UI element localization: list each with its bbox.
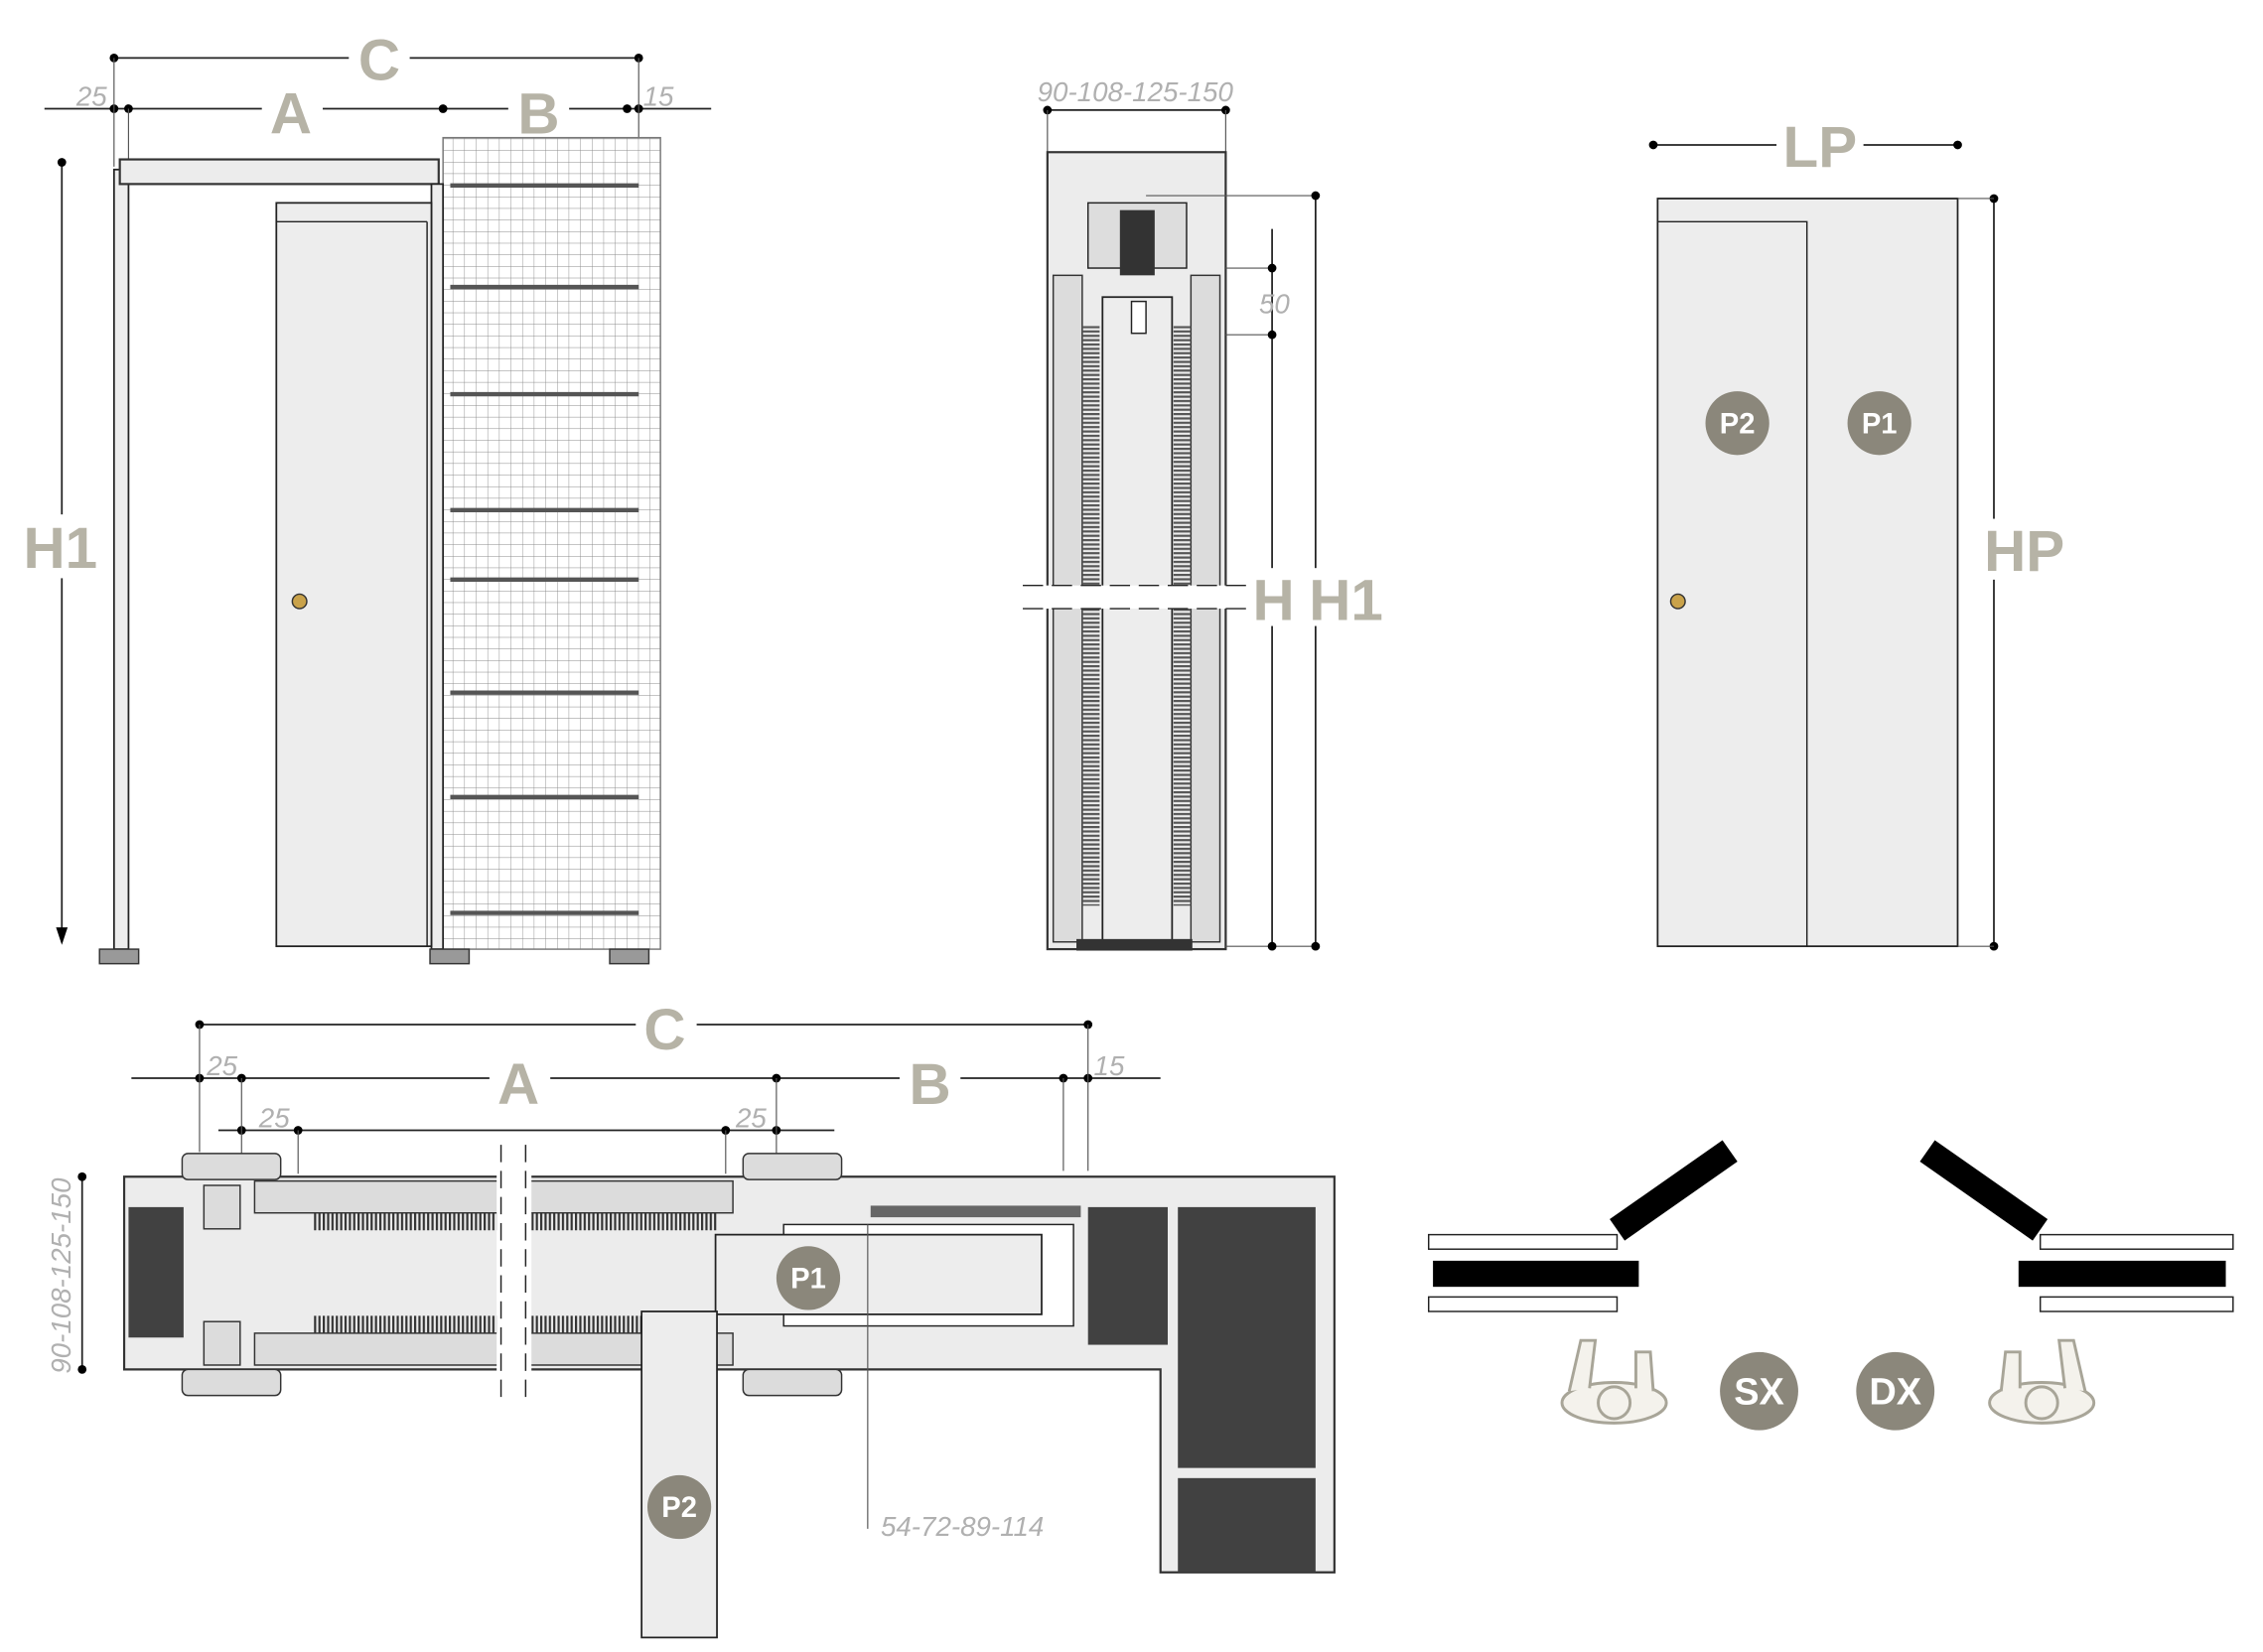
header bbox=[118, 158, 440, 186]
badge-p2-label: P2 bbox=[1720, 408, 1756, 440]
badge-p1 bbox=[1847, 391, 1911, 456]
dim-label-a: A bbox=[270, 81, 312, 146]
door-elevation: LP P2 P1 HP bbox=[1648, 115, 2069, 951]
plan-badge-p2 bbox=[646, 1474, 712, 1540]
badge-sx-label: SX bbox=[1734, 1371, 1784, 1413]
handing-diagram: SX DX bbox=[1427, 1140, 2234, 1431]
plan-dim-c: C bbox=[643, 998, 685, 1062]
dim-label-h: H bbox=[1252, 569, 1294, 633]
front-elevation: C A B 25 15 H1 bbox=[21, 26, 712, 965]
top-gap-label: 50 bbox=[1259, 288, 1290, 319]
plan-inner-right: 25 bbox=[735, 1103, 767, 1134]
dim-label-h1: H1 bbox=[24, 516, 98, 581]
plan-panel-p1 bbox=[714, 1233, 1043, 1315]
offset-left-label: 25 bbox=[75, 81, 107, 112]
plan-offset-left: 25 bbox=[206, 1050, 237, 1081]
plan-offset-right: 15 bbox=[1094, 1050, 1125, 1081]
plan-panel-p2 bbox=[640, 1310, 718, 1639]
pocket-mesh bbox=[442, 136, 661, 950]
person-left-icon bbox=[1560, 1338, 1668, 1425]
dim-label-c: C bbox=[358, 28, 400, 92]
badge-dx bbox=[1856, 1351, 1935, 1431]
plan-section: C A B 25 15 25 25 P1 P2 54-72-89-114 90-… bbox=[46, 997, 1336, 1639]
panel-thickness-label: 54-72-89-114 bbox=[881, 1511, 1044, 1542]
dim-label-hp: HP bbox=[1984, 519, 2064, 584]
door-knob-icon bbox=[1669, 593, 1686, 610]
plan-dim-b: B bbox=[910, 1052, 951, 1117]
section-door-panel bbox=[1101, 296, 1174, 943]
badge-sx bbox=[1720, 1351, 1798, 1431]
dim-label-h1-section: H1 bbox=[1309, 569, 1383, 633]
offset-right-label: 15 bbox=[643, 81, 674, 112]
badge-p2 bbox=[1705, 391, 1769, 456]
plan-wall-thickness: 90-108-125-150 bbox=[46, 1177, 76, 1374]
person-right-icon bbox=[1988, 1338, 2096, 1425]
dim-label-b: B bbox=[517, 81, 559, 146]
door-knob-icon bbox=[291, 593, 308, 610]
plan-badge-p1 bbox=[776, 1246, 841, 1310]
section-wall-thickness: 90-108-125-150 bbox=[1038, 76, 1234, 107]
dim-label-lp: LP bbox=[1783, 115, 1858, 180]
plan-badge-p2-label: P2 bbox=[661, 1492, 697, 1524]
plan-inner-left: 25 bbox=[258, 1103, 290, 1134]
vertical-section: 90-108-125-150 50 H H1 bbox=[1015, 76, 1385, 951]
sliding-door bbox=[275, 202, 433, 948]
badge-dx-label: DX bbox=[1869, 1371, 1921, 1413]
left-jamb bbox=[112, 168, 130, 950]
plan-badge-p1-label: P1 bbox=[790, 1264, 826, 1296]
badge-p1-label: P1 bbox=[1862, 408, 1898, 440]
plan-dim-a: A bbox=[497, 1052, 539, 1117]
